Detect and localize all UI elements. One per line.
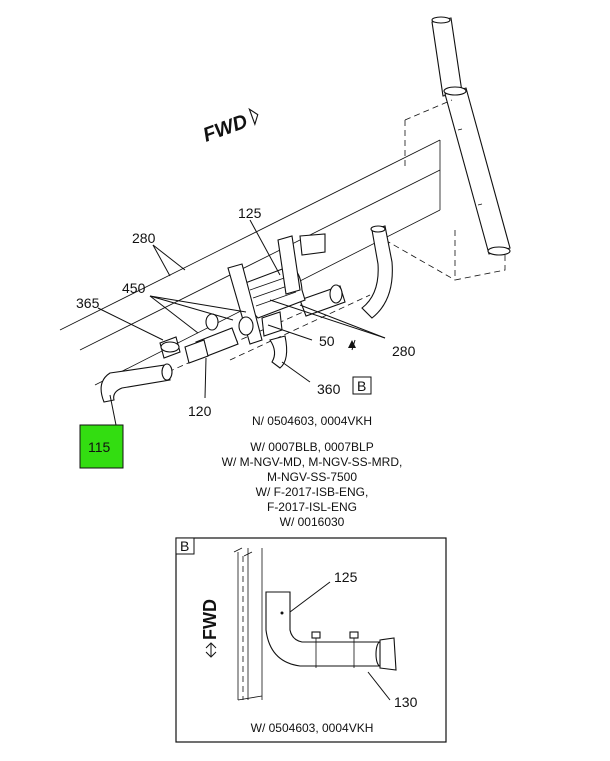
pipe-assembly — [100, 225, 393, 403]
callout-280-right: 280 — [392, 343, 416, 359]
detail-callout-130: 130 — [394, 694, 418, 710]
note-line-6: F-2017-ISL-ENG — [267, 500, 357, 514]
callout-125: 125 — [238, 205, 262, 221]
callout-115-highlight[interactable] — [79, 424, 124, 469]
note-line-4: M-NGV-SS-7500 — [267, 470, 357, 484]
detail-fwd-arrow-icon — [205, 642, 217, 658]
callout-50: 50 — [319, 333, 335, 349]
note-line-1: N/ 0504603, 0004VKH — [252, 414, 372, 428]
detail-tag: B — [180, 538, 189, 554]
view-b-ref-box[interactable] — [352, 376, 372, 395]
detail-callout-125: 125 — [334, 569, 358, 585]
callout-115: 115 — [88, 439, 111, 455]
callout-280-left: 280 — [132, 230, 156, 246]
callout-365: 365 — [76, 295, 100, 311]
detail-tag-box — [175, 537, 195, 555]
applicability-notes: N/ 0504603, 0004VKH W/ 0007BLB, 0007BLP … — [222, 414, 403, 529]
detail-fwd-label: FWD — [200, 599, 220, 640]
fwd-arrow-icon — [248, 107, 259, 126]
callout-120: 120 — [188, 403, 212, 419]
note-line-5: W/ F-2017-ISB-ENG, — [256, 485, 369, 499]
leader-lines — [97, 219, 386, 426]
view-b-ref-label: B — [357, 378, 366, 394]
detail-caption: W/ 0504603, 0004VKH — [251, 721, 374, 735]
callout-450: 450 — [122, 280, 146, 296]
fwd-marker: FWD — [200, 107, 259, 147]
note-line-3: W/ M-NGV-MD, M-NGV-SS-MRD, — [222, 455, 403, 469]
fwd-label: FWD — [200, 110, 250, 146]
callout-360: 360 — [317, 381, 341, 397]
detail-view-b: B FWD 125 130 W/ 0504603, 0004VKH — [175, 537, 447, 743]
vertical-tube-assembly — [384, 16, 511, 281]
view-arrow-icon — [348, 340, 356, 348]
detail-frame — [175, 537, 447, 743]
note-line-7: W/ 0016030 — [280, 515, 345, 529]
note-line-2: W/ 0007BLB, 0007BLP — [250, 440, 373, 454]
